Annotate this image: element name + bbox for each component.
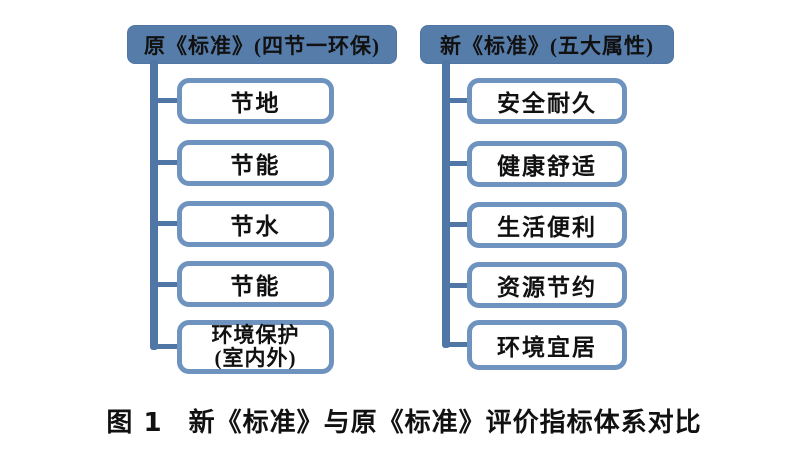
original-standard-header: 原《标准》(四节一环保) bbox=[127, 25, 397, 64]
new-branch-line-1 bbox=[446, 98, 468, 103]
new-item-life-convenience-label: 生活便利 bbox=[497, 215, 597, 240]
new-item-safety-durability-label: 安全耐久 bbox=[497, 91, 597, 116]
original-item-energy-saving-2-label: 节能 bbox=[230, 274, 281, 299]
original-branch-line-4 bbox=[154, 282, 179, 287]
new-item-health-comfort-label: 健康舒适 bbox=[497, 154, 597, 179]
original-tree-trunk-line bbox=[150, 60, 158, 350]
original-item-water-saving: 节水 bbox=[177, 201, 334, 247]
original-item-environment-protection-label-line1: 环境保护 bbox=[211, 322, 300, 347]
original-item-energy-saving: 节能 bbox=[177, 140, 334, 186]
original-item-water-saving-label: 节水 bbox=[230, 214, 281, 239]
original-item-land-saving-label: 节地 bbox=[230, 91, 281, 116]
original-item-land-saving: 节地 bbox=[177, 78, 334, 124]
new-item-environment-livability-label: 环境宜居 bbox=[497, 335, 597, 360]
figure-caption-number: 图 1 bbox=[106, 408, 163, 438]
original-branch-line-2 bbox=[154, 160, 179, 165]
new-standard-header: 新《标准》(五大属性) bbox=[420, 25, 674, 64]
new-item-life-convenience: 生活便利 bbox=[467, 202, 627, 248]
figure-caption-title: 新《标准》与原《标准》评价指标体系对比 bbox=[188, 408, 702, 438]
new-item-environment-livability: 环境宜居 bbox=[467, 320, 627, 370]
new-branch-line-5 bbox=[446, 342, 468, 347]
new-item-resource-saving-label: 资源节约 bbox=[497, 275, 597, 300]
new-branch-line-3 bbox=[446, 222, 468, 227]
original-branch-line-1 bbox=[154, 98, 179, 103]
new-item-health-comfort: 健康舒适 bbox=[467, 141, 627, 187]
new-item-resource-saving: 资源节约 bbox=[467, 262, 627, 308]
original-item-energy-saving-2: 节能 bbox=[177, 261, 334, 307]
new-tree-trunk-line bbox=[442, 60, 450, 348]
new-branch-line-2 bbox=[446, 161, 468, 166]
original-item-energy-saving-label: 节能 bbox=[230, 153, 281, 178]
original-branch-line-5 bbox=[154, 344, 179, 349]
original-item-environment-protection-label-line2: (室内外) bbox=[214, 346, 297, 370]
new-item-safety-durability: 安全耐久 bbox=[467, 78, 627, 124]
original-branch-line-3 bbox=[154, 221, 179, 226]
figure-caption: 图 1 新《标准》与原《标准》评价指标体系对比 bbox=[0, 402, 808, 439]
original-item-environment-protection: 环境保护 (室内外) bbox=[177, 320, 334, 374]
new-branch-line-4 bbox=[446, 283, 468, 288]
